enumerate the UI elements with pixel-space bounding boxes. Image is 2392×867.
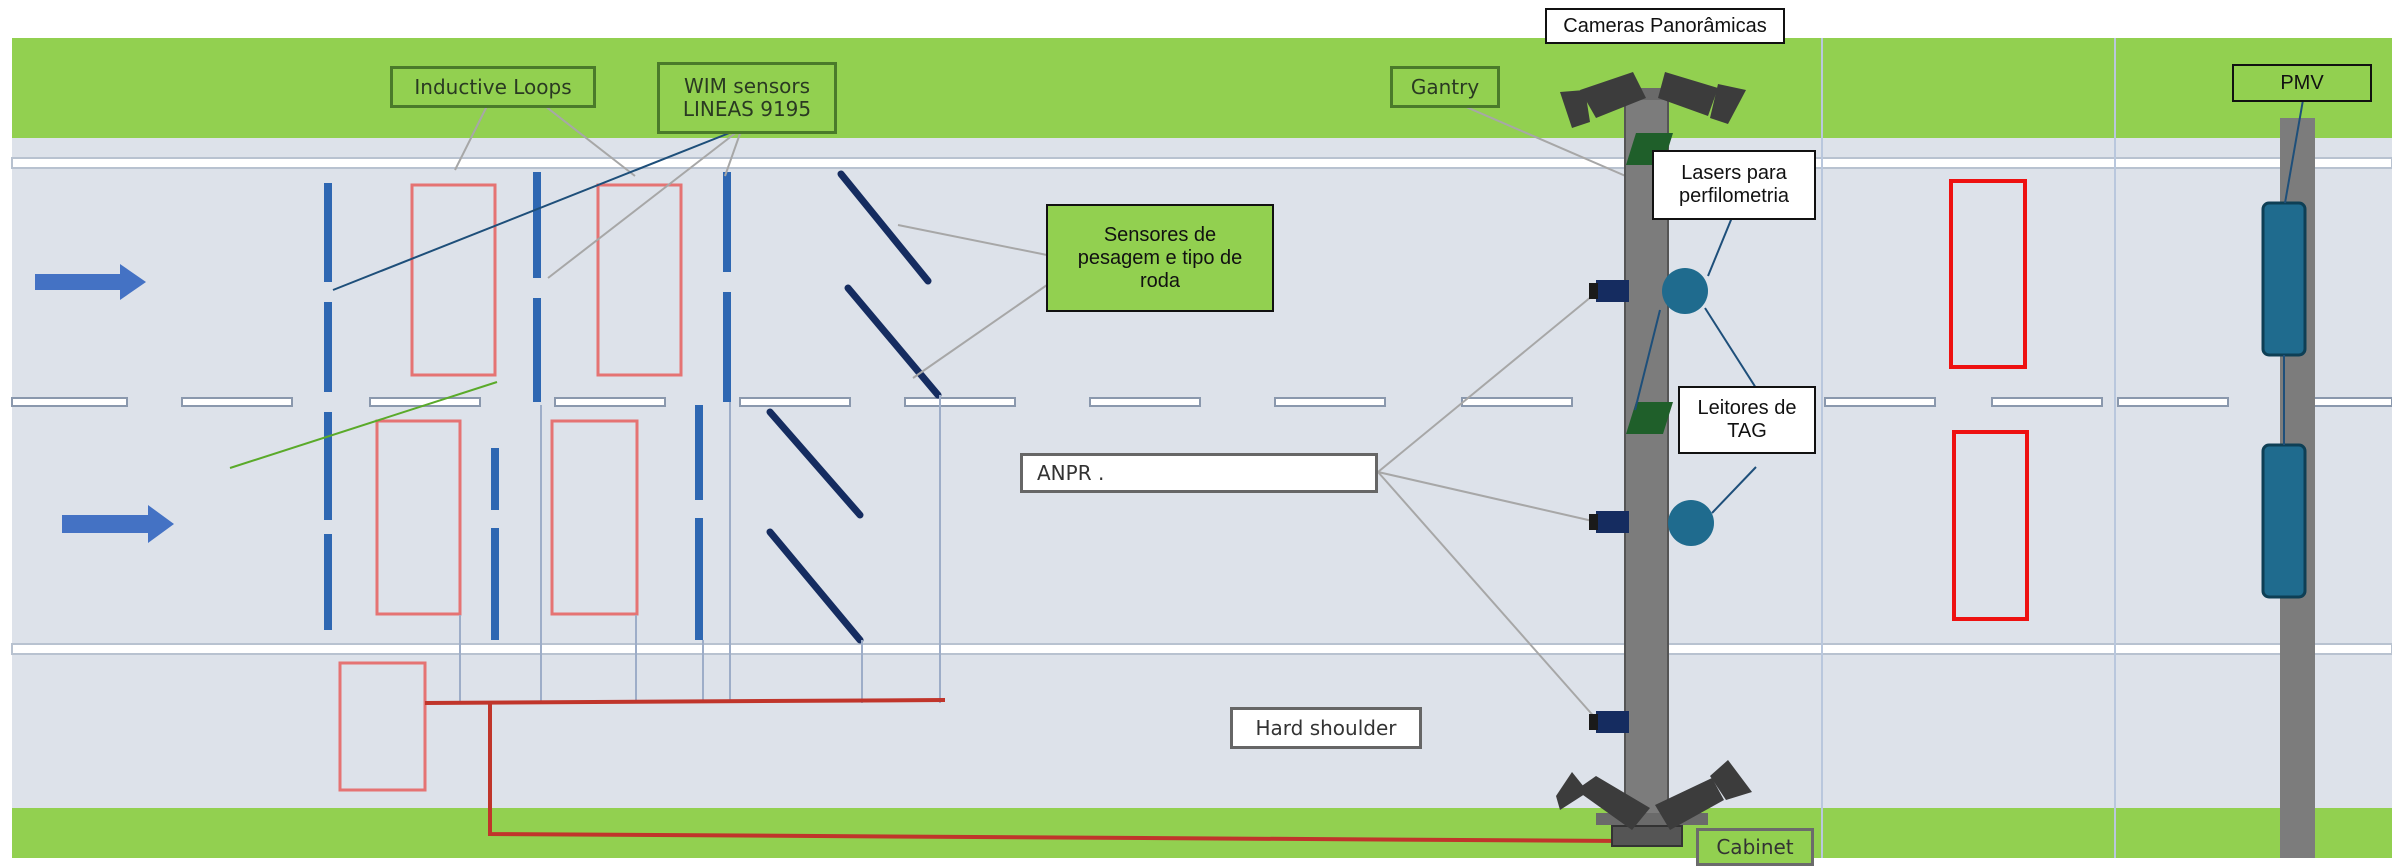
top-edge-stripe <box>11 157 2392 169</box>
bottom-verge <box>12 808 2392 858</box>
callout-lines <box>454 99 1659 721</box>
label-anpr: ANPR . <box>1020 453 1378 493</box>
inductive-loops <box>338 183 683 792</box>
wim-sensors <box>324 172 731 640</box>
label-lasers: Lasers para perfilometria <box>1652 150 1816 220</box>
loop-right-lower <box>1952 430 2029 621</box>
traffic-arrow-lower <box>62 505 174 543</box>
label-cabinet: Cabinet <box>1696 828 1814 866</box>
pmv-panel-upper <box>2261 201 2307 357</box>
top-verge <box>12 38 2392 138</box>
sensor-feeder-lines <box>459 395 941 703</box>
label-gantry: Gantry <box>1390 66 1500 108</box>
label-cameras: Cameras Panorâmicas <box>1545 8 1785 44</box>
panoramic-cameras <box>1556 72 1752 830</box>
loop-right-upper <box>1949 179 2027 369</box>
traffic-arrow-upper <box>35 264 146 300</box>
wim-callout-navy <box>332 127 743 291</box>
wheel-type-sensors <box>766 170 942 644</box>
label-sensores: Sensores de pesagem e tipo de roda <box>1046 204 1274 312</box>
tag-callout-lines <box>1634 214 1757 514</box>
anpr-cameras <box>1589 280 1629 733</box>
centre-dashes <box>11 397 2392 407</box>
tag-reader-lower <box>1668 500 1714 546</box>
wim-label-line2: LINEAS 9195 <box>682 97 812 121</box>
laser-lower <box>1626 402 1673 434</box>
wim-label-line1: WIM sensors <box>684 74 810 98</box>
label-hard-shoulder: Hard shoulder <box>1230 707 1422 749</box>
label-leitores: Leitores de TAG <box>1678 386 1816 454</box>
label-inductive-loops: Inductive Loops <box>390 66 596 108</box>
shoulder-edge-stripe <box>11 643 2392 655</box>
wim-callout-green <box>229 381 498 469</box>
cabinet-cable <box>424 698 946 705</box>
tag-reader-upper <box>1662 268 1708 314</box>
pmv-callout <box>2284 99 2304 204</box>
label-pmv: PMV <box>2232 64 2372 102</box>
pmv-panel-lower <box>2261 443 2307 599</box>
label-wim-sensors: WIM sensors LINEAS 9195 <box>657 62 837 134</box>
cabinet-cable-drop <box>488 703 1626 843</box>
